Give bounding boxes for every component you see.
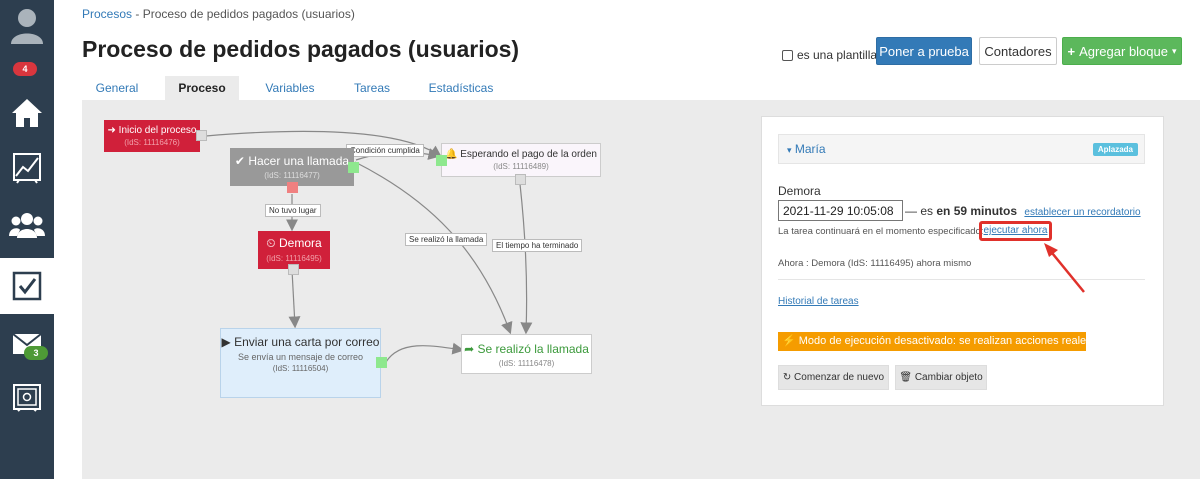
edge-delay-to-letter <box>288 269 301 329</box>
task-panel: ▾ María Aplazada Demora 2021-11-29 10:05… <box>761 116 1164 406</box>
refresh-icon: ↻ <box>782 372 792 383</box>
node-done-label: ➦ Se realizó la llamada <box>464 342 589 356</box>
node-delay-id: (IdS: 11116495) <box>266 254 322 263</box>
continue-text: La tarea continuará en el momento especi… <box>778 226 984 237</box>
node-delay[interactable]: ⏲ Demora (IdS: 11116495) <box>258 231 330 269</box>
add-block-label: Agregar bloque <box>1079 43 1168 59</box>
counters-button[interactable]: Contadores <box>979 37 1057 65</box>
check-icon: ✔ <box>234 154 245 168</box>
port-call-no[interactable] <box>287 182 298 193</box>
plus-icon: + <box>1067 43 1076 59</box>
execute-now-link[interactable]: ejecutar ahora <box>983 225 1048 236</box>
node-waiting[interactable]: 🔔 Esperando el pago de la orden (IdS: 11… <box>441 143 601 177</box>
port-delay-out[interactable] <box>288 264 299 275</box>
edge-label-time-over: El tiempo ha terminado <box>492 239 583 252</box>
node-done[interactable]: ➦ Se realizó la llamada (IdS: 11116478) <box>461 334 592 374</box>
clock-icon: ⏲ <box>266 236 276 250</box>
add-block-button[interactable]: + Agregar bloque ▾ <box>1062 37 1182 65</box>
checkbox-box[interactable] <box>782 49 793 61</box>
port-call-yes[interactable] <box>348 162 359 173</box>
bolt-icon: ⚡ <box>782 335 796 347</box>
trash-icon: 🗑 <box>899 372 913 383</box>
node-delay-label: ⏲ Demora <box>266 236 322 250</box>
process-edges <box>205 130 533 363</box>
sidebar: 4 3 <box>0 0 54 479</box>
countdown-value: en 59 minutos <box>936 204 1018 218</box>
notification-badge[interactable]: 4 <box>13 62 37 76</box>
execute-now-highlight[interactable]: ejecutar ahora <box>979 221 1052 241</box>
change-object-button[interactable]: 🗑 Cambiar objeto <box>895 365 987 390</box>
node-call-id: (IdS: 11116477) <box>264 171 320 180</box>
breadcrumb-separator: - <box>135 7 140 21</box>
node-call-label: ✔ Hacer una llamada <box>234 154 350 168</box>
edge-call-to-done <box>354 161 513 335</box>
port-letter-out[interactable] <box>376 357 387 368</box>
test-button[interactable]: Poner a prueba <box>876 37 972 65</box>
template-checkbox[interactable]: es una plantilla <box>782 48 877 62</box>
annotation-arrow <box>1044 243 1085 293</box>
sign-in-icon: ➜ <box>107 125 116 136</box>
node-waiting-label: 🔔 Esperando el pago de la orden <box>444 149 597 160</box>
edge-label-done-call: Se realizó la llamada <box>405 233 488 246</box>
avatar-icon[interactable] <box>0 0 54 48</box>
tab-variables[interactable]: Variables <box>265 81 315 95</box>
node-start-id: (IdS: 11116476) <box>124 138 180 147</box>
node-letter-id: (IdS: 11116504) <box>272 364 329 373</box>
tab-tareas[interactable]: Tareas <box>353 81 391 95</box>
node-call[interactable]: ✔ Hacer una llamada (IdS: 11116477) <box>230 148 354 186</box>
divider <box>778 279 1145 280</box>
node-done-id: (IdS: 11116478) <box>498 359 555 368</box>
caret-down-icon: ▾ <box>1171 45 1177 56</box>
page-title: Proceso de pedidos pagados (usuarios) <box>82 36 520 62</box>
user-toggle[interactable]: ▾ María <box>787 142 826 156</box>
play-icon: ▶ <box>221 335 231 349</box>
port-waiting-in[interactable] <box>436 155 447 166</box>
node-letter[interactable]: ▶ Enviar una carta por correo Se envía u… <box>220 328 381 398</box>
safe-icon[interactable] <box>0 374 54 422</box>
chart-icon[interactable] <box>0 142 54 192</box>
breadcrumb: Procesos - Proceso de pedidos pagados (u… <box>82 7 355 21</box>
user-header[interactable]: ▾ María Aplazada <box>778 134 1145 164</box>
breadcrumb-link-procesos[interactable]: Procesos <box>82 7 133 21</box>
node-letter-label: ▶ Enviar una carta por correo <box>221 335 380 349</box>
tab-proceso[interactable]: Proceso <box>165 76 239 101</box>
edge-label-not-happened: No tuvo lugar <box>265 204 321 217</box>
tab-general[interactable]: General <box>95 81 139 95</box>
mode-warning: ⚡ Modo de ejecución desactivado: se real… <box>778 332 1092 351</box>
reminder-link[interactable]: establecer un recordatorio <box>1024 207 1141 218</box>
tasks-icon[interactable] <box>0 258 54 314</box>
home-icon[interactable] <box>0 88 54 138</box>
template-label: es una plantilla <box>797 48 878 62</box>
history-link[interactable]: Historial de tareas <box>778 296 859 307</box>
node-start[interactable]: ➜ Inicio del proceso (IdS: 11116476) <box>104 120 200 152</box>
node-letter-sub: Se envía un mensaje de correo <box>237 352 364 362</box>
node-waiting-id: (IdS: 11116489) <box>493 162 549 171</box>
now-status: Ahora : Demora (IdS: 11116495) ahora mis… <box>778 258 972 269</box>
breadcrumb-current: Proceso de pedidos pagados (usuarios) <box>142 7 355 21</box>
edge-waiting-to-done <box>519 183 533 335</box>
datetime-input[interactable]: 2021-11-29 10:05:08 <box>778 200 903 221</box>
edge-label-condition: Condición cumplida <box>346 144 424 157</box>
bell-icon: 🔔 <box>444 149 458 160</box>
restart-button[interactable]: ↻ Comenzar de nuevo <box>778 365 889 390</box>
port-start-out[interactable] <box>196 130 207 141</box>
status-badge: Aplazada <box>1092 143 1138 156</box>
mail-badge[interactable]: 3 <box>24 346 48 360</box>
edge-letter-to-done <box>385 342 465 363</box>
node-start-label: ➜ Inicio del proceso <box>107 125 197 136</box>
delay-label: Demora <box>778 184 821 198</box>
sign-out-icon: ➦ <box>464 342 475 356</box>
countdown-text: — es en 59 minutos establecer un recorda… <box>905 204 1141 218</box>
users-icon[interactable] <box>0 200 54 250</box>
tab-estadisticas[interactable]: Estadísticas <box>428 81 494 95</box>
caret-down-icon: ▾ <box>787 145 792 155</box>
port-waiting-out[interactable] <box>515 174 526 185</box>
